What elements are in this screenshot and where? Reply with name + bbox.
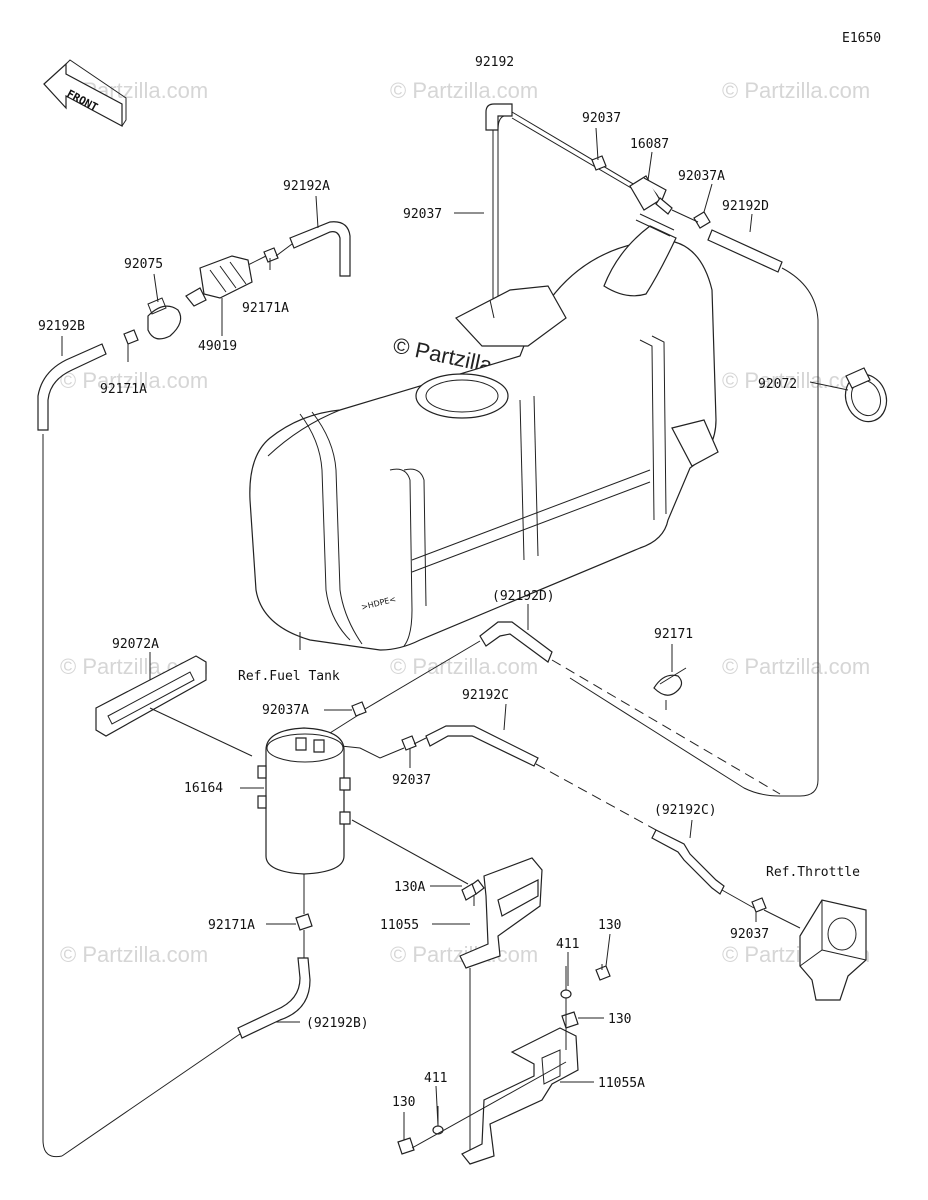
diagram-code: E1650 [842, 31, 881, 46]
label-92037: 92037 [582, 111, 621, 126]
watermark: © Partzilla.com [722, 368, 870, 393]
bracket-11055A [461, 1027, 579, 1165]
throttle-body [799, 899, 867, 1001]
label-130: 130 [598, 918, 621, 933]
label-92192C: 92192C [462, 688, 509, 703]
label-92192D-paren: (92192D) [492, 589, 555, 604]
label-49019: 49019 [198, 339, 237, 354]
label-92072: 92072 [758, 377, 797, 392]
label-11055A: 11055A [598, 1076, 645, 1091]
label-92037: 92037 [730, 927, 769, 942]
label-92037A: 92037A [678, 169, 725, 184]
label-ref-throttle: Ref.Throttle [766, 865, 860, 880]
label-130: 130 [608, 1012, 631, 1027]
label-92192C-paren: (92192C) [654, 803, 717, 818]
label-92171: 92171 [654, 627, 693, 642]
watermark: © Partzilla.com [60, 942, 208, 967]
label-92192B-paren: (92192B) [306, 1016, 369, 1031]
label-16087: 16087 [630, 137, 669, 152]
label-411: 411 [556, 937, 579, 952]
label-92037A: 92037A [262, 703, 309, 718]
label-130A: 130A [394, 880, 425, 895]
label-92192B: 92192B [38, 319, 85, 334]
label-130: 130 [392, 1095, 415, 1110]
label-411: 411 [424, 1071, 447, 1086]
watermark: © Partzilla.com [390, 78, 538, 103]
label-92192D: 92192D [722, 199, 769, 214]
band-clamp-92072 [844, 367, 888, 423]
label-92171A: 92171A [242, 301, 289, 316]
label-92171A: 92171A [100, 382, 147, 397]
watermark: © Partzilla.com [722, 654, 870, 679]
label-92075: 92075 [124, 257, 163, 272]
canister-16164 [257, 727, 351, 875]
label-92192A: 92192A [283, 179, 330, 194]
label-ref-fuel-tank: Ref.Fuel Tank [238, 669, 340, 684]
label-92037: 92037 [403, 207, 442, 222]
label-92037: 92037 [392, 773, 431, 788]
label-92171A: 92171A [208, 918, 255, 933]
watermark: © Partzilla.com [390, 654, 538, 679]
watermark: © Partzilla.com [722, 78, 870, 103]
label-16164: 16164 [184, 781, 223, 796]
fuel-tank: >HDPE< [249, 213, 719, 651]
label-92072A: 92072A [112, 637, 159, 652]
watermark: © Partzilla.com [60, 368, 208, 393]
label-11055: 11055 [380, 918, 419, 933]
bracket-92072A [95, 655, 207, 737]
label-92192: 92192 [475, 55, 514, 70]
